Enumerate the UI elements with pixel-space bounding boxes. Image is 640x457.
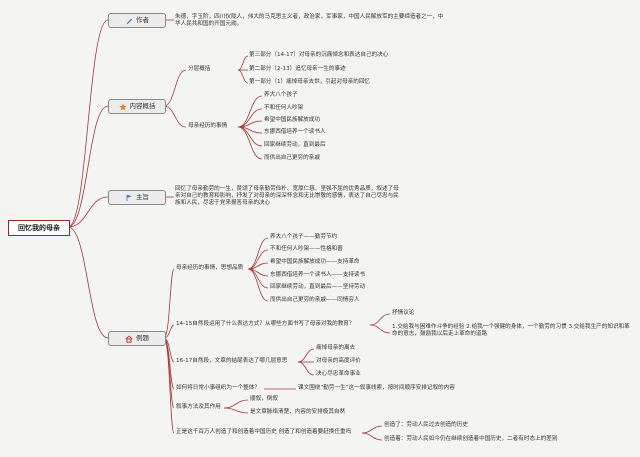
house-icon	[125, 335, 133, 343]
answer-item: 而供出自己更穷的亲戚——同情穷人	[270, 297, 360, 303]
star-icon	[118, 102, 127, 110]
answer-item: 顺叙，倒叙	[250, 396, 278, 402]
category-example[interactable]: 例题	[108, 331, 166, 346]
theme-text: 回忆了母亲勤劳的一生，赞颂了母亲勤劳俭朴、宽厚仁慈、坚强不屈的优秀品质，叙述了母…	[175, 186, 399, 206]
answer-item: 是文章脉络清楚，内容的安排极其自然	[250, 409, 346, 415]
category-label: 作者	[136, 16, 149, 24]
category-content[interactable]: 内容概括	[108, 99, 166, 114]
events-label: 母亲经历的事情	[188, 123, 228, 129]
question-3: 16-17自然段，文章的结尾表达了哪几层意思	[176, 358, 288, 364]
answer-item: 创造着：劳动人民如今仍在继续创造着中国历史，二者有时态上的差别	[384, 436, 558, 442]
flag-icon	[126, 194, 132, 201]
answer-item: 希望中国民族解放成功——支持革命	[270, 259, 360, 265]
category-label: 内容概括	[129, 102, 156, 110]
answer-item: 不和任何人吵架——性格和善	[270, 246, 343, 252]
event-item: 希望中国民族解放成功	[264, 117, 320, 123]
event-item: 不和任何人吵架	[264, 105, 304, 111]
question-1: 母亲经历的事情，思想品质	[176, 265, 244, 271]
answer-item: 回家继续劳动，直到最后——坚持劳动	[270, 284, 366, 290]
answer-item: 1.交给我与困难作斗争的经验 2.给我一个强健的身体，一个勤劳的习惯 3.交给我…	[392, 324, 630, 337]
category-label: 例题	[136, 334, 149, 342]
pen-icon	[126, 18, 133, 24]
question-6: 正是这千百万人创造了和创造着中国历史 创造了和创造着要赶换任重吗	[176, 429, 352, 435]
division-item: 第二部分（2-13）追忆母亲一生的事迹	[249, 66, 346, 72]
answer-item: 创造了：劳动人民过去创造的历史	[384, 422, 468, 428]
event-item: 东挪西借培养一个读书人	[264, 129, 326, 135]
category-author[interactable]: 作者	[108, 13, 166, 28]
answer-item: 痛悼母亲的离去	[316, 345, 356, 351]
question-2: 14-15自然段运用了什么表达方式？从哪些方面书写了母亲对我的教育？	[176, 321, 355, 327]
author-text: 朱德，字玉阶，四川仪陇人，伟大的马克思主义者，政治家，军事家，中国人民解放军的主…	[175, 14, 444, 27]
answer-item: 课文围绕“勤劳一生”这一叙事线索，按时间顺序安排记叙的内容	[298, 385, 455, 391]
division-label: 分层概括	[188, 66, 211, 72]
answer-item: 对母亲的高度评价	[316, 358, 361, 364]
event-item: 而供出自己更穷的亲戚	[264, 155, 320, 161]
category-label: 主旨	[136, 193, 149, 201]
event-item: 回家继续劳动，直到最后	[264, 142, 326, 148]
answer-item: 东挪西借培养一个读书人——支持读书	[270, 272, 366, 278]
root-node[interactable]: 回忆我的母亲	[8, 220, 70, 236]
division-item: 第三部分（14-17）对母亲的沉痛悼念和表达自己的决心	[249, 52, 389, 58]
question-5: 叙事方法及其作用	[176, 404, 221, 410]
category-theme[interactable]: 主旨	[108, 190, 166, 205]
answer-item: 决心尽忠革命事业	[316, 371, 361, 377]
event-item: 养大八个孩子	[264, 92, 298, 98]
answer-item: 养大八个孩子——勤劳节约	[270, 234, 338, 240]
answer-item: 抒情议论	[392, 310, 415, 316]
question-4: 如何将日常小事组织为一个整体？	[176, 385, 260, 391]
division-item: 第一部分（1）痛悼母亲去世，引起对母亲的回忆	[249, 79, 371, 85]
